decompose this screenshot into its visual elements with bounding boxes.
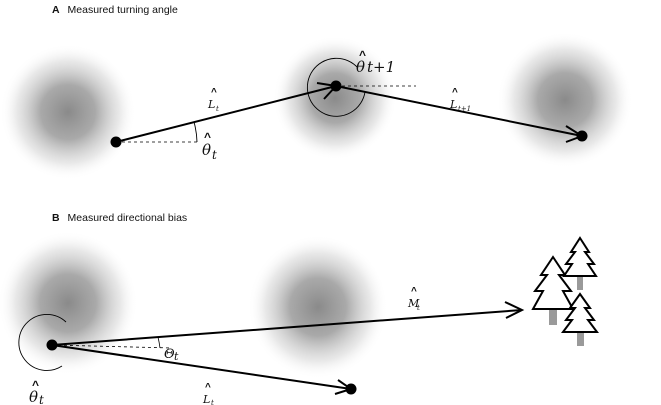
angle-arc — [306, 57, 366, 117]
svg-text:^: ^ — [204, 130, 211, 144]
angle-arc — [18, 313, 67, 371]
tree-icon — [561, 292, 599, 346]
target-vector — [51, 309, 523, 346]
step-vector — [335, 85, 583, 137]
bias-angle-label: Θ t — [164, 347, 179, 363]
svg-text:L: L — [207, 98, 215, 111]
svg-text:t+1: t+1 — [458, 105, 471, 113]
svg-text:^: ^ — [205, 382, 211, 393]
svg-text:θ: θ — [202, 141, 211, 159]
step-vector — [51, 344, 352, 390]
resource-patch — [248, 235, 388, 379]
svg-text:t: t — [216, 105, 219, 113]
resource-patch — [497, 32, 633, 168]
turning-angle-label: ^ θ t+1 — [356, 48, 395, 76]
svg-text:L: L — [202, 393, 210, 405]
location-point — [345, 383, 357, 395]
svg-text:M: M — [407, 297, 420, 310]
svg-text:Θ: Θ — [164, 347, 175, 362]
step-length-label: ^ L t — [202, 382, 214, 405]
heading-angle-label: ^ θ t — [29, 378, 44, 405]
panel-b: B Measured directional bias ^ M t Θ t — [0, 212, 599, 405]
svg-text:^: ^ — [452, 87, 458, 98]
angle-arc — [157, 336, 161, 349]
arrowhead-icon — [504, 301, 525, 319]
svg-text:L: L — [449, 98, 457, 111]
tree-icon — [562, 236, 598, 290]
resource-patch — [273, 36, 397, 160]
location-point — [110, 136, 122, 148]
panel-b-title: Measured directional bias — [68, 212, 188, 224]
panel-a: A Measured turning angle ^ L t ^ L — [0, 4, 633, 180]
resource-patch — [0, 231, 138, 375]
angle-arc — [193, 121, 198, 143]
turning-angle-label: ^ θ t — [202, 130, 217, 162]
svg-text:t: t — [211, 399, 214, 405]
svg-text:θ: θ — [356, 58, 365, 76]
target-vector-label: ^ M t — [407, 286, 420, 312]
svg-text:t+1: t+1 — [367, 58, 395, 76]
location-point — [330, 80, 342, 92]
svg-text:^: ^ — [359, 48, 366, 62]
svg-text:^: ^ — [32, 378, 39, 392]
svg-text:t: t — [39, 393, 44, 405]
svg-text:t: t — [212, 148, 217, 162]
step-length-label: ^ L t+1 — [449, 87, 471, 113]
svg-text:t: t — [417, 304, 420, 312]
svg-text:^: ^ — [411, 286, 417, 297]
svg-text:^: ^ — [211, 87, 217, 98]
step-vector — [115, 85, 337, 143]
svg-text:θ: θ — [29, 388, 38, 405]
panel-a-title: Measured turning angle — [68, 4, 178, 16]
panel-a-heading: A Measured turning angle — [52, 4, 178, 16]
resource-patch — [0, 44, 136, 180]
tree-icon — [531, 255, 575, 325]
panel-b-heading: B Measured directional bias — [52, 212, 187, 224]
step-length-label: ^ L t — [207, 87, 219, 113]
location-point — [46, 339, 58, 351]
panel-b-letter: B — [52, 212, 60, 224]
location-point — [576, 130, 588, 142]
reference-line — [51, 344, 173, 349]
svg-text:t: t — [174, 350, 179, 363]
panel-a-letter: A — [52, 4, 60, 16]
